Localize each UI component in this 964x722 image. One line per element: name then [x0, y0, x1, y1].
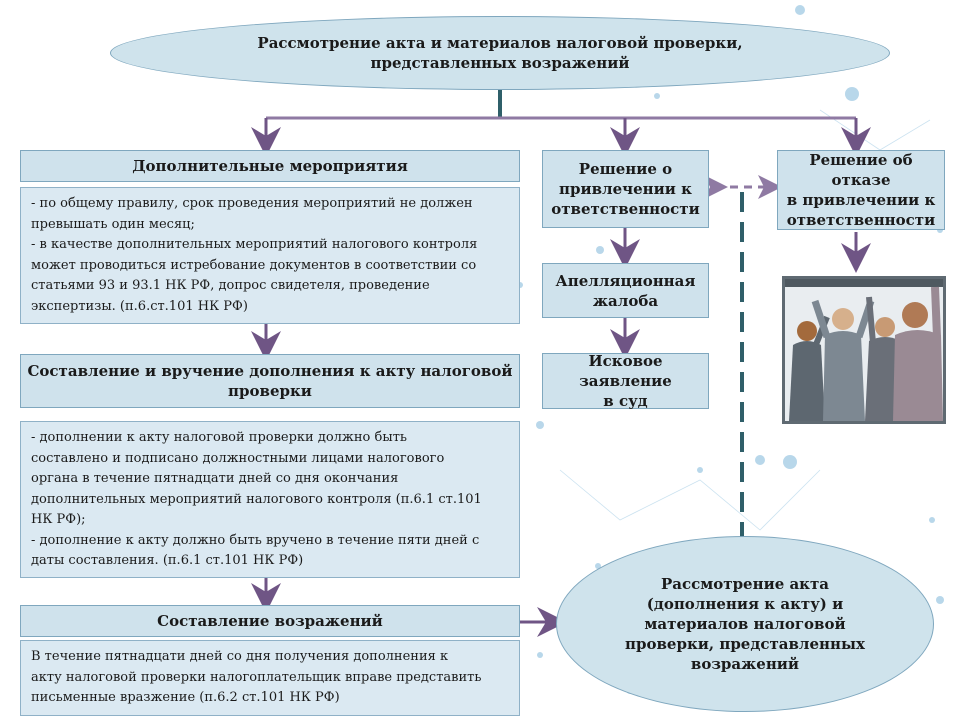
bottom-ellipse: Рассмотрение акта (дополнения к акту) и …	[556, 536, 934, 712]
additional-measures-header: Дополнительные мероприятия	[20, 150, 520, 182]
bottom-ellipse-title: Рассмотрение акта (дополнения к акту) и …	[625, 575, 865, 673]
decision-refusal-box: Решение об отказе в привлечении к ответс…	[777, 150, 945, 230]
appeal-box: Апелляционная жалоба	[542, 263, 709, 318]
celebrating-people-image	[782, 276, 946, 424]
decision-liability-box: Решение о привлечении к ответственности	[542, 150, 709, 228]
objections-text: В течение пятнадцати дней со дня получен…	[20, 640, 520, 716]
lawsuit-box: Исковое заявление в суд	[542, 352, 709, 410]
top-ellipse: Рассмотрение акта и материалов налоговой…	[110, 16, 890, 90]
objections-header: Составление возражений	[20, 605, 520, 637]
additional-measures-text: - по общему правилу, срок проведения мер…	[20, 187, 520, 324]
top-ellipse-title: Рассмотрение акта и материалов налоговой…	[257, 34, 743, 72]
supplement-text: - дополнении к акту налоговой проверки д…	[20, 421, 520, 578]
supplement-header: Составление и вручение дополнения к акту…	[20, 354, 520, 408]
